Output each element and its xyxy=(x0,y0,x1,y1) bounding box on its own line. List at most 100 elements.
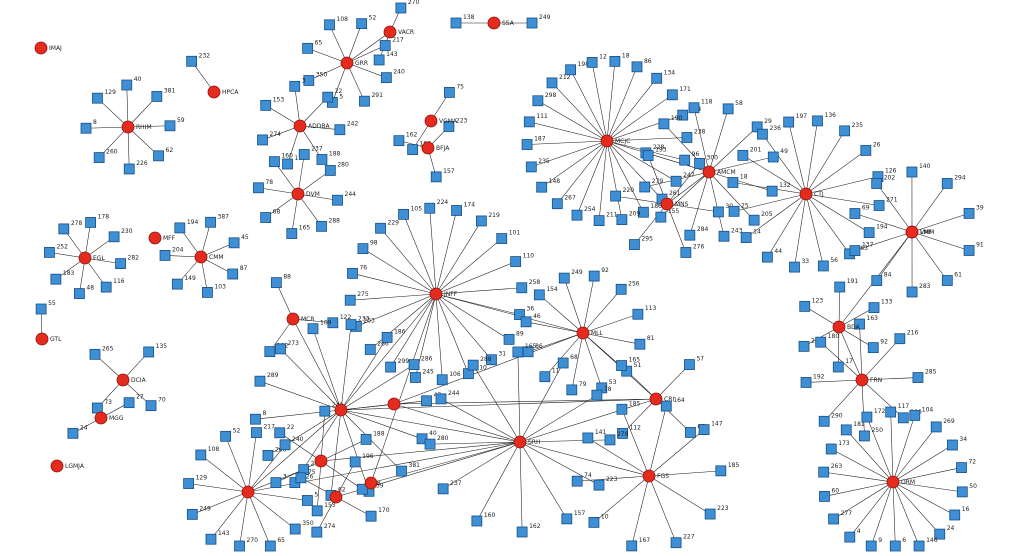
node-label: 263 xyxy=(831,463,843,470)
node-label: 91 xyxy=(976,241,984,248)
node-label: 154 xyxy=(546,286,558,293)
node-label: 48 xyxy=(86,285,94,292)
node-label: 244 xyxy=(448,390,460,397)
node-label: 198 xyxy=(578,61,590,68)
edge xyxy=(258,187,299,195)
edge xyxy=(892,481,940,535)
node-label: 3 xyxy=(302,77,306,84)
hub-node xyxy=(600,134,614,148)
hub-node xyxy=(94,411,108,425)
peripheral-node xyxy=(748,214,760,226)
peripheral-node xyxy=(349,456,361,468)
node-label: 228 xyxy=(653,144,665,151)
hub-label: MCR xyxy=(301,316,315,323)
peripheral-node xyxy=(642,150,654,161)
peripheral-node xyxy=(557,357,569,369)
edge xyxy=(551,82,608,142)
peripheral-node xyxy=(80,122,92,134)
edge xyxy=(648,470,721,477)
peripheral-node xyxy=(849,208,861,219)
edge xyxy=(352,273,437,295)
peripheral-node xyxy=(408,359,420,371)
edge xyxy=(200,454,249,493)
peripheral-node xyxy=(868,302,880,314)
edge xyxy=(225,436,249,493)
node-label: 165 xyxy=(299,225,311,232)
node-label: 27 xyxy=(136,394,144,401)
node-label: 240 xyxy=(393,69,405,76)
node-label: 122 xyxy=(340,314,352,321)
peripheral-node xyxy=(471,515,483,527)
peripheral-node xyxy=(195,449,207,461)
peripheral-node xyxy=(660,400,672,412)
node-label: 278 xyxy=(71,220,83,227)
edge xyxy=(689,171,710,236)
peripheral-node xyxy=(906,286,918,298)
peripheral-node xyxy=(536,181,548,193)
edge xyxy=(340,293,437,411)
edge xyxy=(320,439,367,462)
peripheral-node xyxy=(582,432,594,444)
edge xyxy=(788,121,807,195)
node-label: 157 xyxy=(443,168,455,175)
node-label: 126 xyxy=(885,168,897,175)
peripheral-node xyxy=(295,472,307,484)
node-label: 291 xyxy=(371,92,383,99)
edge xyxy=(335,496,372,517)
edge xyxy=(517,352,522,443)
peripheral-node xyxy=(815,336,827,348)
peripheral-node xyxy=(251,427,262,439)
peripheral-node xyxy=(92,92,103,104)
peripheral-node xyxy=(123,163,135,175)
peripheral-node xyxy=(818,466,830,478)
edge xyxy=(892,467,962,483)
node-label: 350 xyxy=(302,520,314,527)
edge xyxy=(891,481,896,547)
edge xyxy=(838,326,863,381)
edge xyxy=(435,220,482,295)
hub-label: BDA xyxy=(847,324,861,331)
peripheral-node xyxy=(311,505,323,517)
edge xyxy=(606,94,673,142)
peripheral-node xyxy=(396,465,407,477)
peripheral-node xyxy=(956,486,968,498)
node-label: 68 xyxy=(570,354,578,361)
node-label: 87 xyxy=(240,265,248,272)
edge xyxy=(247,444,286,493)
edge xyxy=(340,364,415,411)
node-label: 387 xyxy=(218,213,230,220)
hub-node xyxy=(116,373,130,387)
peripheral-node xyxy=(311,526,323,538)
node-label: 16 xyxy=(962,506,970,513)
node-label: 289 xyxy=(267,372,279,379)
node-label: 261 xyxy=(669,190,681,197)
peripheral-node xyxy=(558,272,570,284)
peripheral-node xyxy=(153,150,164,162)
node-label: 250 xyxy=(871,427,883,434)
node-label: 227 xyxy=(683,534,695,541)
node-label: 284 xyxy=(697,226,709,233)
edge xyxy=(192,491,249,515)
node-label: 171 xyxy=(679,86,691,93)
node-label: 72 xyxy=(968,459,976,466)
peripheral-node xyxy=(616,214,628,226)
node-label: 155 xyxy=(668,208,680,215)
edge xyxy=(708,126,758,173)
node-label: 69 xyxy=(862,205,870,212)
peripheral-node xyxy=(694,158,705,169)
node-label: 40 xyxy=(429,430,437,437)
edge xyxy=(805,150,866,195)
peripheral-node xyxy=(159,250,171,261)
edge xyxy=(380,228,437,295)
peripheral-node xyxy=(381,332,393,343)
hub-label: VMM xyxy=(920,229,934,236)
peripheral-node xyxy=(677,109,689,121)
edge xyxy=(529,121,608,142)
node-label: 162 xyxy=(406,132,418,139)
peripheral-node xyxy=(398,208,409,220)
peripheral-node xyxy=(307,323,319,335)
node-label: 92 xyxy=(880,339,888,346)
hub-node xyxy=(314,454,328,468)
edge xyxy=(435,293,510,340)
node-label: 129 xyxy=(196,475,208,482)
